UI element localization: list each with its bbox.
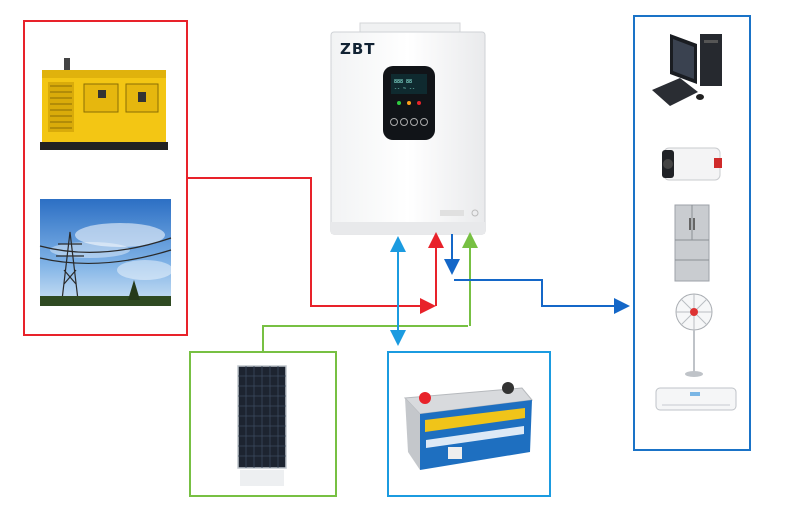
stand-fan-icon: [675, 293, 713, 377]
pv-input-line: [262, 232, 478, 352]
battery-icon: [403, 382, 533, 470]
svg-text:-- ~ --: -- ~ --: [394, 86, 415, 92]
ac-input-line: [187, 177, 444, 314]
solar-panel-icon: [237, 365, 287, 486]
air-conditioner-icon: [655, 387, 737, 411]
inverter-display: 888 88 -- ~ --: [383, 66, 435, 140]
inverter-brand-logo: ZBT: [340, 40, 376, 58]
refrigerator-icon: [674, 204, 710, 282]
diesel-generator-icon: [40, 58, 168, 150]
power-grid-icon: [39, 199, 173, 306]
desktop-computer-icon: [652, 34, 722, 106]
security-camera-icon: [662, 147, 722, 181]
hybrid-inverter: 888 88 -- ~ --: [330, 22, 486, 235]
svg-text:888 88: 888 88: [394, 79, 412, 85]
ac-output-line: [444, 234, 630, 314]
